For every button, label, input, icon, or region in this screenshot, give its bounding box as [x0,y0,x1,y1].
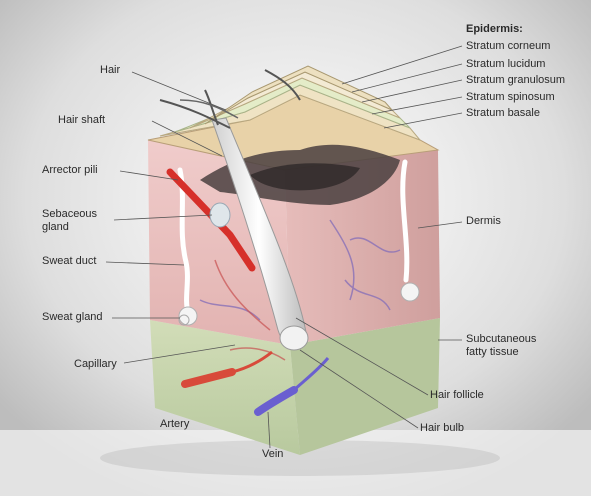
label-stratum-basale: Stratum basale [466,107,540,120]
label-sweat-gland: Sweat gland [42,311,103,324]
sweat-gland-right-shape [401,283,419,301]
label-subcutaneous-fatty-tissue: Subcutaneous fatty tissue [466,333,556,359]
label-hair-bulb: Hair bulb [420,422,464,435]
label-capillary: Capillary [74,358,117,371]
epidermis-heading: Epidermis: [466,23,523,36]
label-stratum-granulosum: Stratum granulosum [466,74,565,87]
label-sebaceous-gland: Sebaceous gland [42,208,114,234]
label-stratum-spinosum: Stratum spinosum [466,91,555,104]
hair-bulb-shape [280,326,308,350]
label-artery: Artery [160,418,189,431]
label-hair-follicle: Hair follicle [430,389,484,402]
label-arrector-pili: Arrector pili [42,164,98,177]
label-sweat-duct: Sweat duct [42,255,96,268]
label-stratum-corneum: Stratum corneum [466,40,550,53]
label-vein: Vein [262,448,283,461]
sebaceous-gland-shape [210,203,230,227]
label-hair-shaft: Hair shaft [58,114,105,127]
label-hair: Hair [100,64,120,77]
label-dermis: Dermis [466,215,501,228]
label-stratum-lucidum: Stratum lucidum [466,58,545,71]
